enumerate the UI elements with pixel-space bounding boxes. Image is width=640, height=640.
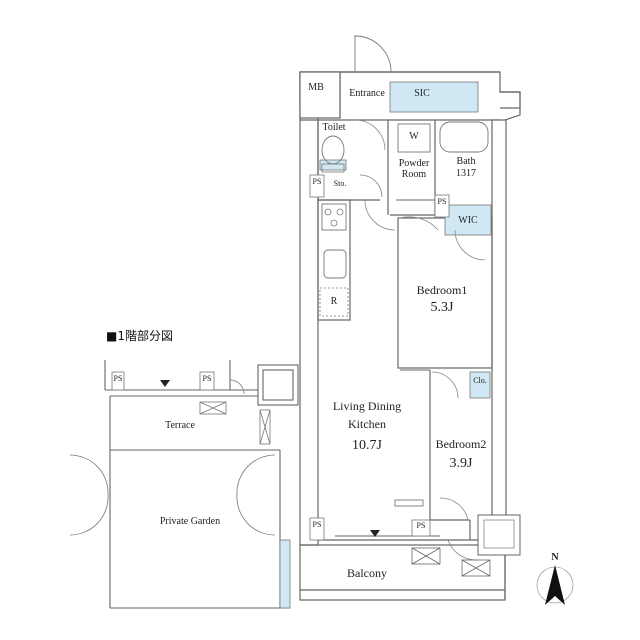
ps-boxes [309, 174, 450, 541]
bathtub [439, 121, 489, 153]
ldk-label-line2: Kitchen [348, 417, 386, 431]
structural-column-inner [483, 519, 515, 549]
fridge-label: R [330, 296, 338, 307]
bedroom2-size: 3.9J [449, 456, 473, 471]
storage-label: Sto. [333, 179, 347, 188]
ps-label: PS [113, 374, 123, 383]
bedroom1-size: 5.3J [430, 300, 454, 315]
first-floor-heading: ■1階部分図 [106, 329, 173, 343]
burner-icon [336, 208, 344, 216]
fridge-box [319, 287, 349, 317]
powder-room-label: Powder Room [398, 158, 430, 180]
ps-label: PS [416, 521, 426, 530]
entrance-door [354, 35, 392, 73]
ldk-label-line1: Living Dining [332, 399, 402, 413]
mb-label: MB [308, 82, 324, 93]
bath-label: Bath [456, 156, 476, 167]
ps-label: PS [312, 177, 322, 186]
wic-label: WIC [458, 215, 478, 226]
garden-blue-strip [279, 539, 291, 609]
north-arrow-icon [536, 565, 574, 605]
washer-box [397, 123, 431, 153]
entry-marker-icon [160, 380, 170, 387]
north-label: N [551, 552, 559, 563]
window-marks [335, 199, 445, 541]
washer-label: W [409, 131, 419, 142]
kitchen-sink [323, 249, 347, 279]
entry-marker-icon [370, 530, 380, 537]
bedroom2-label: Bedroom2 [435, 437, 487, 451]
stove [321, 203, 347, 231]
sic-label: SIC [414, 88, 430, 99]
storage-fills [319, 81, 492, 399]
toilet-label: Toilet [322, 122, 346, 133]
bedroom1-label: Bedroom1 [416, 283, 468, 297]
bath-size-label: 1317 [456, 168, 476, 179]
ps-label: PS [202, 374, 212, 383]
entrance-label: Entrance [349, 88, 385, 99]
private-garden-label: Private Garden [159, 516, 221, 527]
balcony-label: Balcony [347, 566, 387, 580]
door-arcs [354, 119, 486, 561]
burner-icon [324, 208, 332, 216]
ps-label: PS [437, 197, 447, 206]
toilet-tank [321, 163, 345, 173]
burner-icon [330, 219, 338, 227]
first-floor-details [69, 371, 276, 536]
ps-label: PS [312, 520, 322, 529]
ac-units [394, 499, 491, 577]
first-floor-walls [104, 360, 299, 609]
closet-label: Clo. [473, 376, 487, 385]
terrace-label: Terrace [165, 420, 195, 431]
ldk-size: 10.7J [352, 438, 382, 453]
